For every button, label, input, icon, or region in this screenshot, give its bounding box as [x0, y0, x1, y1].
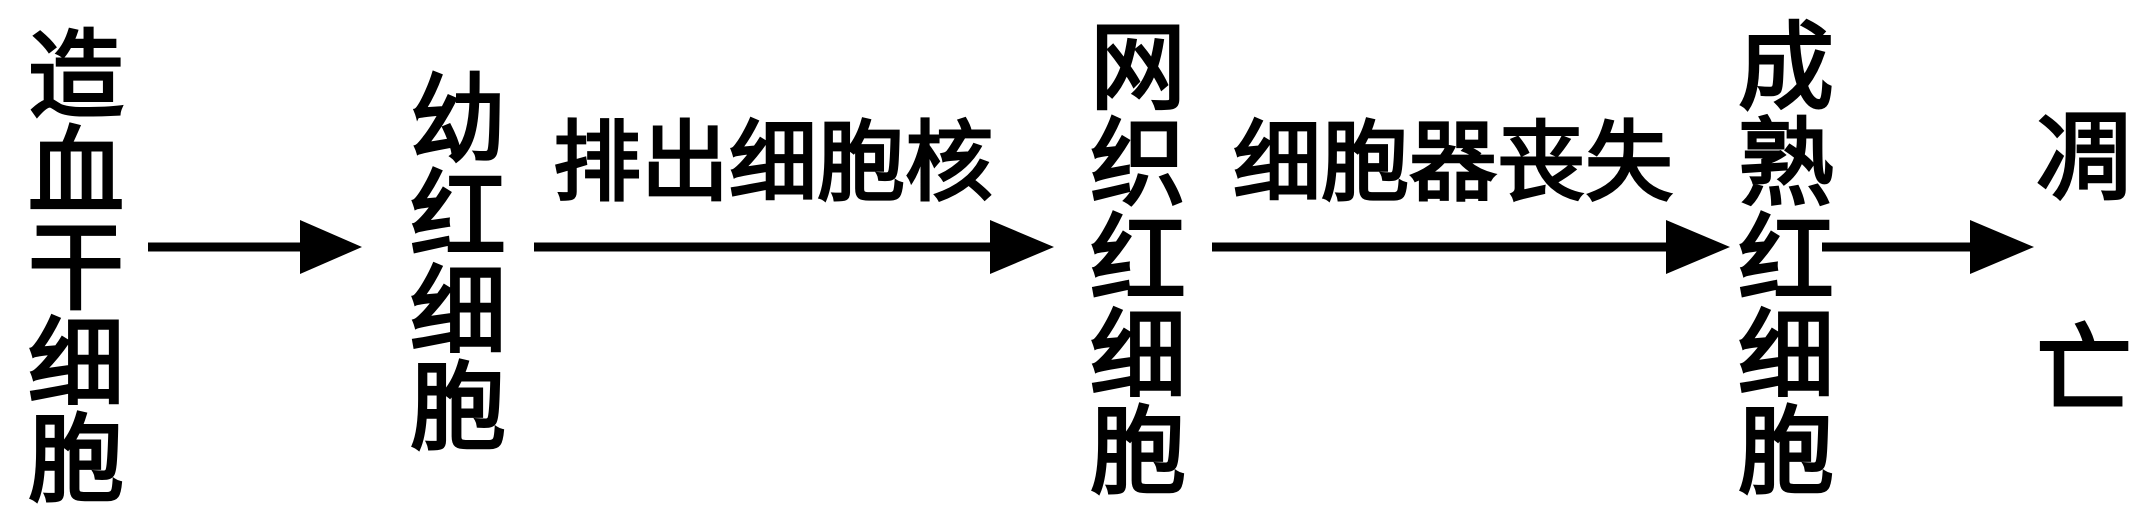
node-char: 干 [28, 211, 124, 324]
node-char: 细 [1738, 299, 1834, 412]
node-char: 胞 [1090, 395, 1186, 508]
node-char: 熟 [1738, 107, 1834, 220]
node-char: 细 [1090, 299, 1186, 412]
edge-label-expel-nucleus: 排出细胞核 [553, 110, 994, 214]
node-char: 胞 [28, 403, 124, 516]
node-char: 成 [1738, 11, 1834, 124]
edge-label-organelle-loss: 细胞器丧失 [1233, 110, 1674, 214]
arrow-3 [1212, 220, 1730, 274]
node-char: 细 [410, 255, 506, 368]
node-char: 造 [28, 19, 124, 132]
node-hematopoietic-stem-cell: 造 血 干 细 胞 [28, 28, 124, 508]
node-reticulocyte: 网 织 红 细 胞 [1090, 20, 1186, 500]
node-death: 凋 亡 [2036, 110, 2132, 418]
node-char: 凋 [2036, 101, 2132, 214]
node-char: 网 [1090, 11, 1186, 124]
node-char: 织 [1090, 107, 1186, 220]
node-juvenile-red-cell: 幼 红 细 胞 [410, 72, 506, 456]
node-char: 血 [28, 115, 124, 228]
node-char: 细 [28, 307, 124, 420]
arrow-2 [534, 220, 1054, 274]
node-char: 亡 [2036, 313, 2132, 426]
arrow-4 [1822, 220, 2034, 274]
node-char: 幼 [410, 63, 506, 176]
node-char: 红 [410, 159, 506, 272]
node-char: 胞 [410, 351, 506, 464]
arrow-1 [148, 220, 362, 274]
node-char: 胞 [1738, 395, 1834, 508]
node-char: 红 [1738, 203, 1834, 316]
node-char: 红 [1090, 203, 1186, 316]
node-mature-red-cell: 成 熟 红 细 胞 [1738, 20, 1834, 500]
